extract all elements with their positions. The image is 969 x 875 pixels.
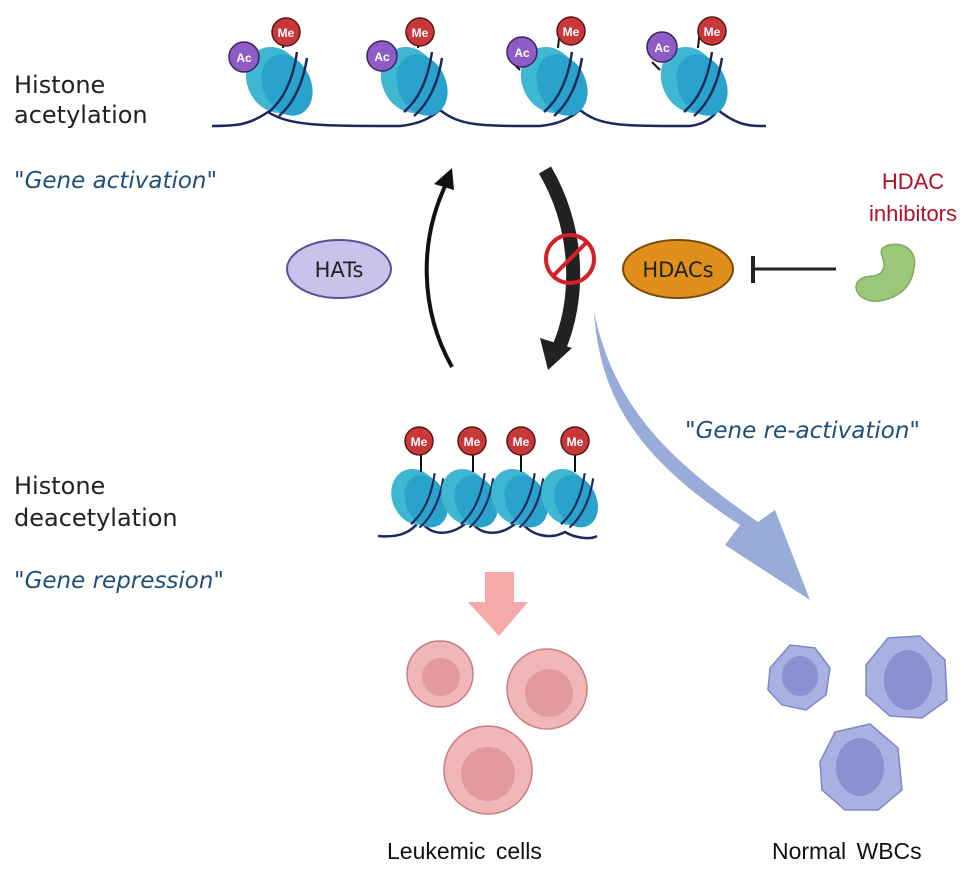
leukemic-cells-label: Leukemic cells — [387, 838, 542, 864]
reactivation-arrow — [594, 312, 810, 600]
block-icon — [544, 233, 596, 285]
methyl-mark: Me — [457, 426, 487, 456]
acetyl-mark: Ac — [506, 36, 538, 68]
deacetylation-arrow — [538, 166, 581, 353]
hdac-inhibitors-line2: inhibitors — [868, 201, 958, 226]
leukemic-cell — [443, 725, 533, 815]
acetylation-label-line1: Histone — [14, 71, 106, 99]
svg-text:Me: Me — [704, 25, 721, 39]
methyl-mark: Me — [404, 426, 434, 456]
svg-text:Me: Me — [513, 435, 530, 449]
deacetylation-label-line1: Histone — [14, 472, 106, 500]
svg-text:Ac: Ac — [236, 51, 252, 65]
svg-text:Ac: Ac — [654, 41, 670, 55]
normal-wbc — [819, 723, 903, 811]
leukemic-cell — [506, 648, 588, 730]
acetyl-mark: Ac — [366, 40, 398, 72]
deacetylation-arrowhead — [540, 338, 572, 370]
leukemic-cell — [406, 640, 474, 708]
hdac-inhibitor-molecule — [855, 243, 916, 302]
hdac-inhibitors-label: HDAC inhibitors — [858, 168, 968, 228]
svg-text:HDACs: HDACs — [642, 258, 713, 282]
hdacs-enzyme: HDACs — [622, 239, 734, 299]
inhibition-arrow — [751, 256, 836, 283]
acetyl-mark: Ac — [646, 31, 678, 63]
svg-text:Me: Me — [278, 26, 295, 40]
gene-activation-label: "Gene activation" — [14, 168, 218, 194]
methyl-mark: Me — [405, 17, 435, 47]
methyl-mark: Me — [556, 16, 586, 46]
acetylation-arrow — [424, 179, 454, 368]
svg-text:Me: Me — [412, 26, 429, 40]
acetylation-arrowhead — [434, 168, 454, 190]
normal-wbcs-label: Normal WBCs — [772, 838, 922, 864]
methyl-mark: Me — [560, 426, 590, 456]
methyl-mark: Me — [506, 426, 536, 456]
repression-arrow — [468, 572, 528, 636]
methyl-mark: Me — [697, 16, 727, 46]
normal-wbc — [865, 635, 948, 719]
svg-text:Me: Me — [464, 435, 481, 449]
hats-enzyme: HATs — [286, 239, 392, 299]
gene-repression-label: "Gene repression" — [14, 568, 224, 594]
gene-reactivation-label: "Gene re-activation" — [685, 418, 920, 444]
nucleosome-bottom-4 — [531, 459, 608, 536]
svg-text:Ac: Ac — [374, 50, 390, 64]
svg-text:Ac: Ac — [514, 46, 530, 60]
hdac-inhibitors-line1: HDAC — [881, 169, 945, 194]
dna-strand-top — [211, 108, 767, 128]
svg-text:Me: Me — [563, 25, 580, 39]
svg-text:Me: Me — [567, 435, 584, 449]
acetyl-mark: Ac — [228, 41, 260, 73]
svg-text:Me: Me — [411, 435, 428, 449]
svg-text:HATs: HATs — [315, 258, 364, 282]
deacetylation-label-line2: deacetylation — [14, 504, 178, 532]
methyl-mark: Me — [271, 17, 301, 47]
acetylation-label-line2: acetylation — [14, 101, 148, 129]
normal-wbc — [767, 644, 831, 711]
